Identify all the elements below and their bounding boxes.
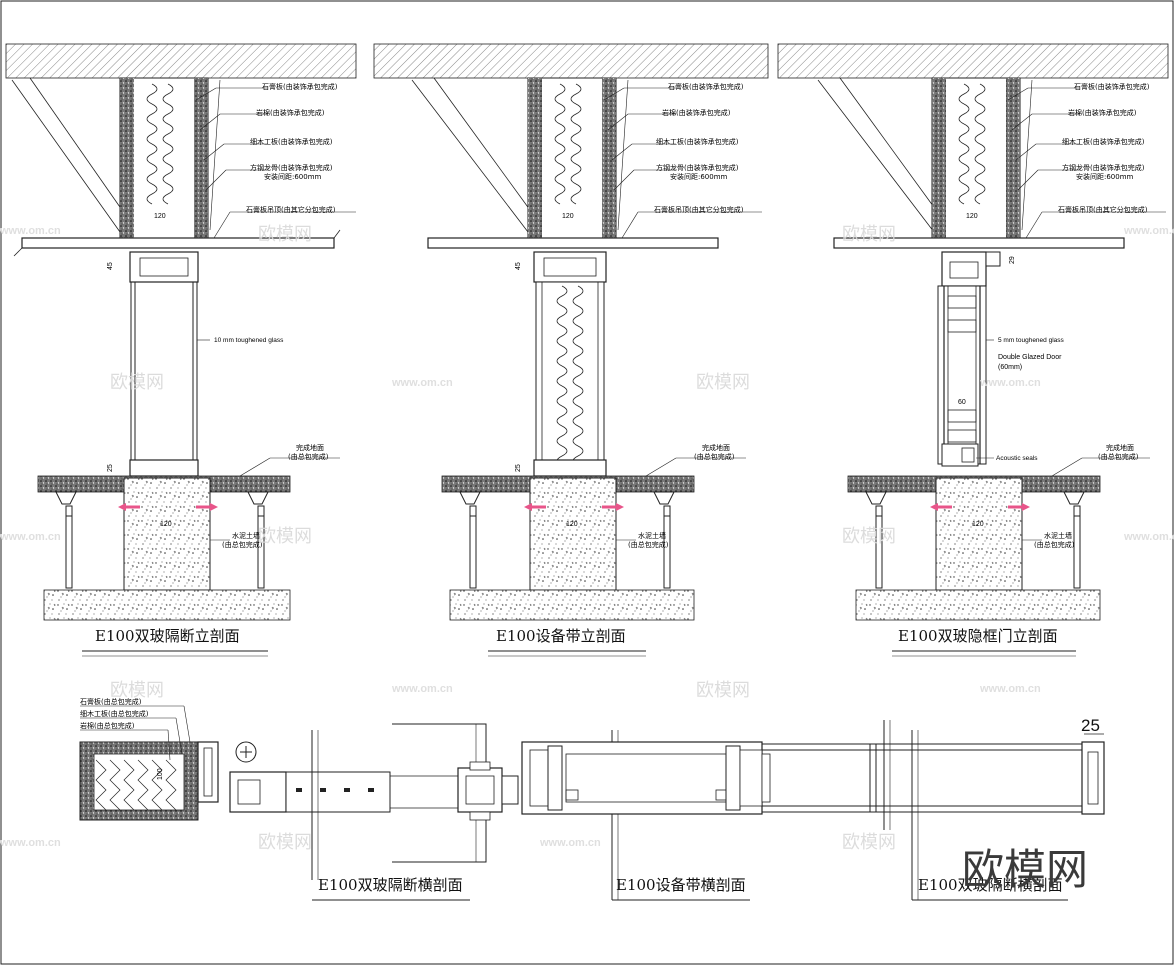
svg-text:Acoustic seals: Acoustic seals	[996, 455, 1038, 462]
svg-text:www.om.cn: www.om.cn	[979, 683, 1041, 695]
svg-text:方钢龙骨(由装饰承包完成): 方钢龙骨(由装饰承包完成)	[1062, 163, 1145, 172]
svg-text:120: 120	[966, 213, 978, 220]
svg-text:石膏板(由总包完成): 石膏板(由总包完成)	[80, 697, 142, 706]
svg-text:细木工板(由装饰承包完成): 细木工板(由装饰承包完成)	[250, 137, 333, 146]
plan-title-1: E100双玻隔断横剖面	[318, 876, 463, 894]
svg-text:完成地面: 完成地面	[1106, 443, 1134, 452]
svg-text:Double Glazed Door: Double Glazed Door	[998, 354, 1062, 361]
svg-text:欧模网: 欧模网	[696, 372, 750, 393]
svg-text:www.om.cn: www.om.cn	[1123, 531, 1174, 543]
svg-text:100: 100	[157, 768, 164, 780]
svg-text:石膏板吊顶(由其它分包完成): 石膏板吊顶(由其它分包完成)	[246, 205, 336, 214]
svg-text:120: 120	[154, 213, 166, 220]
svg-text:水泥土墙: 水泥土墙	[1044, 531, 1072, 540]
svg-text:29: 29	[1009, 256, 1016, 264]
svg-text:10 mm toughened glass: 10 mm toughened glass	[214, 337, 284, 344]
dim-25: 25	[1081, 716, 1100, 735]
svg-text:45: 45	[107, 262, 114, 270]
svg-text:www.om.cn: www.om.cn	[0, 531, 61, 543]
svg-text:120: 120	[160, 521, 172, 528]
svg-text:方钢龙骨(由装饰承包完成): 方钢龙骨(由装饰承包完成)	[250, 163, 333, 172]
svg-text:安装间距:600mm: 安装间距:600mm	[670, 172, 728, 181]
svg-text:石膏板(由装饰承包完成): 石膏板(由装饰承包完成)	[262, 82, 338, 91]
svg-text:方钢龙骨(由装饰承包完成): 方钢龙骨(由装饰承包完成)	[656, 163, 739, 172]
svg-text:水泥土墙: 水泥土墙	[232, 531, 260, 540]
plan-title-2: E100设备带横剖面	[616, 876, 746, 894]
section-title-3: E100双玻隐框门立剖面	[898, 627, 1058, 645]
svg-text:安装间距:600mm: 安装间距:600mm	[264, 172, 322, 181]
svg-text:(由总包完成): (由总包完成)	[288, 452, 329, 461]
svg-text:岩棉(由总包完成): 岩棉(由总包完成)	[80, 721, 135, 730]
svg-text:细木工板(由装饰承包完成): 细木工板(由装饰承包完成)	[656, 137, 739, 146]
svg-text:120: 120	[972, 521, 984, 528]
svg-text:欧模网: 欧模网	[696, 680, 750, 701]
svg-text:安装间距:600mm: 安装间距:600mm	[1076, 172, 1134, 181]
svg-text:(由总包完成): (由总包完成)	[694, 452, 735, 461]
svg-text:www.om.cn: www.om.cn	[0, 837, 61, 849]
svg-text:120: 120	[562, 213, 574, 220]
svg-text:石膏板(由装饰承包完成): 石膏板(由装饰承包完成)	[668, 82, 744, 91]
svg-text:(由总包完成): (由总包完成)	[628, 540, 669, 549]
elevation-section-2: 120 45 25 完成地面 (由总包完成) 120	[373, 43, 769, 657]
svg-text:岩棉(由装饰承包完成): 岩棉(由装饰承包完成)	[1068, 108, 1137, 117]
svg-text:www.om.cn: www.om.cn	[539, 837, 601, 849]
section-title-2: E100设备带立剖面	[496, 627, 626, 645]
svg-text:欧模网: 欧模网	[258, 224, 312, 245]
svg-text:(60mm): (60mm)	[998, 364, 1022, 371]
svg-text:www.om.cn: www.om.cn	[979, 377, 1041, 389]
brand-logo: 欧模网	[962, 845, 1088, 894]
svg-text:(由总包完成): (由总包完成)	[1098, 452, 1139, 461]
elevation-section-1: 120 45 10 mm toughened glass 25 完成地面 (由总…	[5, 43, 357, 657]
svg-text:(由总包完成): (由总包完成)	[222, 540, 263, 549]
svg-text:120: 120	[566, 521, 578, 528]
svg-text:www.om.cn: www.om.cn	[391, 683, 453, 695]
svg-text:5 mm toughened glass: 5 mm toughened glass	[998, 337, 1065, 344]
svg-text:45: 45	[515, 262, 522, 270]
svg-text:(由总包完成): (由总包完成)	[1034, 540, 1075, 549]
svg-text:www.om.cn: www.om.cn	[1123, 225, 1174, 237]
section-title-1: E100双玻隔断立剖面	[95, 627, 240, 645]
svg-text:岩棉(由装饰承包完成): 岩棉(由装饰承包完成)	[256, 108, 325, 117]
svg-text:完成地面: 完成地面	[702, 443, 730, 452]
svg-text:细木工板(由装饰承包完成): 细木工板(由装饰承包完成)	[1062, 137, 1145, 146]
svg-text:细木工板(由总包完成): 细木工板(由总包完成)	[80, 709, 149, 718]
svg-text:欧模网: 欧模网	[842, 832, 896, 853]
plan-sections: 100 石膏板(由总包完成) 细木工板(由总包完成) 岩棉(由总包完成)	[79, 697, 1105, 901]
svg-text:www.om.cn: www.om.cn	[0, 225, 61, 237]
svg-text:25: 25	[107, 464, 114, 472]
plan-title-3: E100双玻隔断横剖面	[918, 876, 1063, 894]
svg-text:60: 60	[958, 399, 966, 406]
svg-text:石膏板吊顶(由其它分包完成): 石膏板吊顶(由其它分包完成)	[654, 205, 744, 214]
watermark-layer: 欧模网 欧模网 欧模网 欧模网 欧模网 欧模网 欧模网 欧模网 欧模网 欧模网 …	[0, 224, 1174, 853]
svg-text:25: 25	[515, 464, 522, 472]
svg-text:石膏板吊顶(由其它分包完成): 石膏板吊顶(由其它分包完成)	[1058, 205, 1148, 214]
svg-text:水泥土墙: 水泥土墙	[638, 531, 666, 540]
svg-text:完成地面: 完成地面	[296, 443, 324, 452]
svg-text:欧模网: 欧模网	[258, 526, 312, 547]
elevation-section-3: 120 29 60 5 mm toughened glass Double Gl…	[777, 43, 1169, 657]
svg-text:欧模网: 欧模网	[842, 526, 896, 547]
svg-text:岩棉(由装饰承包完成): 岩棉(由装饰承包完成)	[662, 108, 731, 117]
svg-text:石膏板(由装饰承包完成): 石膏板(由装饰承包完成)	[1074, 82, 1150, 91]
svg-text:欧模网: 欧模网	[110, 680, 164, 701]
svg-text:欧模网: 欧模网	[258, 832, 312, 853]
svg-text:欧模网: 欧模网	[842, 224, 896, 245]
svg-text:www.om.cn: www.om.cn	[391, 377, 453, 389]
svg-text:欧模网: 欧模网	[110, 372, 164, 393]
